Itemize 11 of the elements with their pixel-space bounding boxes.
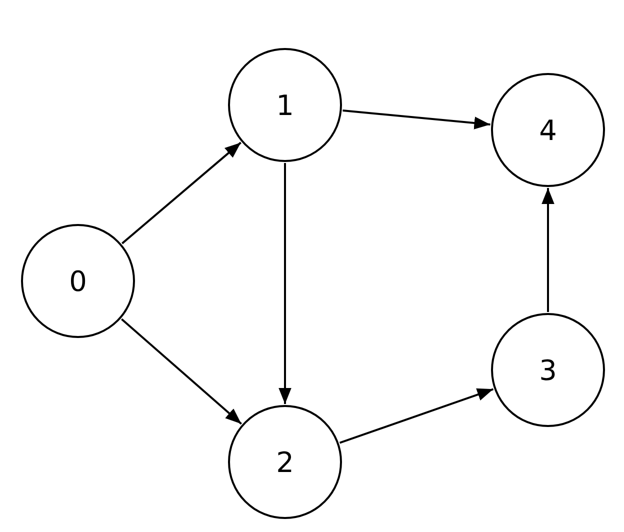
node-label: 0 xyxy=(69,264,87,298)
arrow xyxy=(121,318,242,425)
arrow xyxy=(342,110,490,130)
node-label: 1 xyxy=(276,88,294,122)
arrow xyxy=(339,388,494,444)
node-label: 3 xyxy=(539,354,557,386)
arrow xyxy=(278,163,292,404)
arrow xyxy=(542,188,554,312)
arrow xyxy=(122,142,242,244)
node-label: 2 xyxy=(276,446,294,478)
node-label: 4 xyxy=(539,114,557,146)
